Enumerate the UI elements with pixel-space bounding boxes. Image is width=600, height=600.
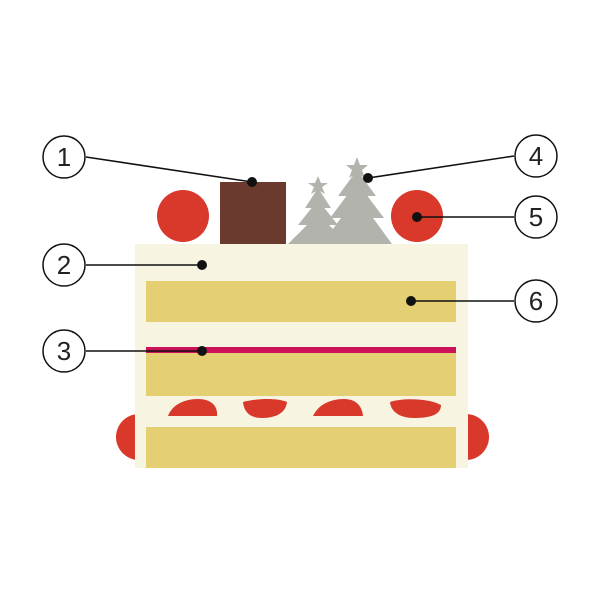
callout-label-5: 5 — [529, 202, 543, 232]
sponge-layer — [146, 281, 456, 322]
callout-line-4 — [367, 155, 515, 179]
callout-dot-6 — [406, 296, 416, 306]
callout-dot-2 — [197, 260, 207, 270]
callout-label-6: 6 — [529, 286, 543, 316]
callout-badge-1: 1 — [42, 135, 86, 179]
callout-dot-1 — [247, 177, 257, 187]
callout-badge-5: 5 — [514, 195, 558, 239]
chocolate-plate — [220, 182, 286, 244]
callout-badge-4: 4 — [514, 134, 558, 178]
callout-label-2: 2 — [57, 250, 71, 280]
sponge-layer-bottom — [146, 427, 456, 468]
tree-decoration — [322, 157, 392, 244]
strawberry-slice — [390, 399, 441, 418]
callout-dot-3 — [197, 346, 207, 356]
callout-label-1: 1 — [57, 142, 71, 172]
strawberry-slice — [168, 399, 218, 416]
strawberry-slice — [313, 399, 363, 416]
jam-layer — [146, 347, 456, 353]
callout-badge-6: 6 — [514, 279, 558, 323]
top-strawberry-left — [157, 190, 209, 242]
callout-badge-3: 3 — [42, 329, 86, 373]
callout-badge-2: 2 — [42, 243, 86, 287]
callout-label-4: 4 — [529, 141, 543, 171]
callout-label-3: 3 — [57, 336, 71, 366]
callout-dot-5 — [412, 212, 422, 222]
sponge-layer-middle — [146, 347, 456, 396]
callout-line-1 — [85, 156, 253, 183]
strawberry-slice — [243, 399, 287, 418]
callout-dot-4 — [363, 173, 373, 183]
